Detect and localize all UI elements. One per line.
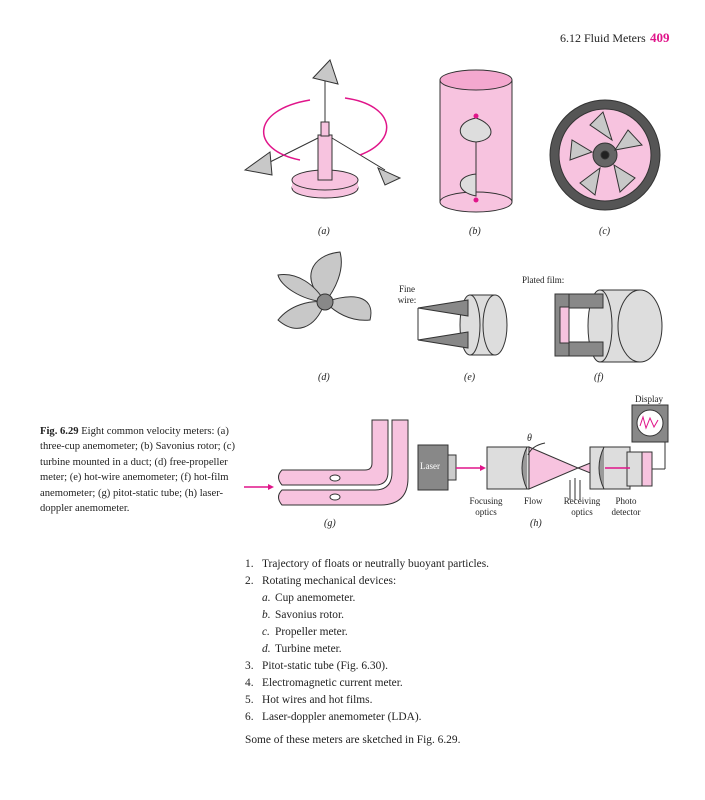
cup-anemometer-drawing [243, 59, 402, 199]
list-item-text: Rotating mechanical devices: [262, 575, 397, 587]
laser-label: Laser [420, 461, 440, 471]
label-e: (e) [464, 372, 476, 383]
list-item-text: Turbine meter. [275, 643, 342, 655]
theta-symbol: θ [527, 433, 532, 444]
fine-wire-label: Fine wire: [397, 284, 417, 305]
list-item-number: 5. [245, 694, 254, 706]
list-item-text: Cup anemometer. [275, 592, 356, 604]
list-item-number: d. [262, 643, 271, 655]
pitot-tube-drawing [244, 419, 409, 506]
plated-film-label: Plated film: [522, 275, 565, 285]
list-item-text: Laser-doppler anemometer (LDA). [262, 711, 422, 723]
list-item-text: Electromagnetic current meter. [262, 677, 403, 689]
display-label: Display [635, 394, 663, 404]
flow-label: Flow [524, 496, 543, 506]
photo-detector-label: Photo detector [611, 496, 641, 517]
list-item-number: 4. [245, 677, 254, 689]
list-item-text: Savonius rotor. [275, 609, 344, 621]
list-item-number: 2. [245, 575, 254, 587]
running-header: 6.12 Fluid Meters [560, 31, 646, 45]
turbine-drawing [549, 99, 661, 211]
label-g: (g) [324, 518, 336, 529]
hot-film-drawing [554, 289, 663, 363]
list-item-number: b. [262, 609, 271, 621]
hot-wire-drawing [417, 294, 508, 356]
label-h: (h) [530, 518, 542, 529]
list-item-number: 6. [245, 711, 254, 723]
propeller-drawing [277, 251, 372, 329]
label-a: (a) [318, 226, 330, 237]
list-item-number: a. [262, 592, 271, 604]
list-item-number: c. [262, 626, 270, 638]
caption-title: Fig. 6.29 [40, 426, 79, 437]
page-number: 409 [650, 30, 670, 45]
focusing-optics-label: Focusing optics [469, 496, 503, 517]
list-item-text: Propeller meter. [275, 626, 348, 638]
list-item-text: Pitot-static tube (Fig. 6.30). [262, 660, 388, 672]
caption-text: Eight common velocity meters: (a) three-… [40, 426, 236, 515]
label-f: (f) [594, 372, 604, 383]
closing-paragraph: Some of these meters are sketched in Fig… [245, 734, 461, 746]
label-b: (b) [469, 226, 481, 237]
label-d: (d) [318, 372, 330, 383]
receiving-optics-label: Receiving optics [563, 496, 601, 517]
figure-drawings [243, 59, 669, 506]
figure-caption: Fig. 6.29 Eight common velocity meters: … [40, 424, 240, 516]
savonius-rotor-drawing [439, 69, 513, 213]
list-item-number: 1. [245, 558, 254, 570]
list-item-text: Hot wires and hot films. [262, 694, 373, 706]
laser-doppler-drawing [417, 404, 669, 500]
label-c: (c) [599, 226, 611, 237]
list-item-number: 3. [245, 660, 254, 672]
list-item-text: Trajectory of floats or neutrally buoyan… [262, 558, 490, 570]
